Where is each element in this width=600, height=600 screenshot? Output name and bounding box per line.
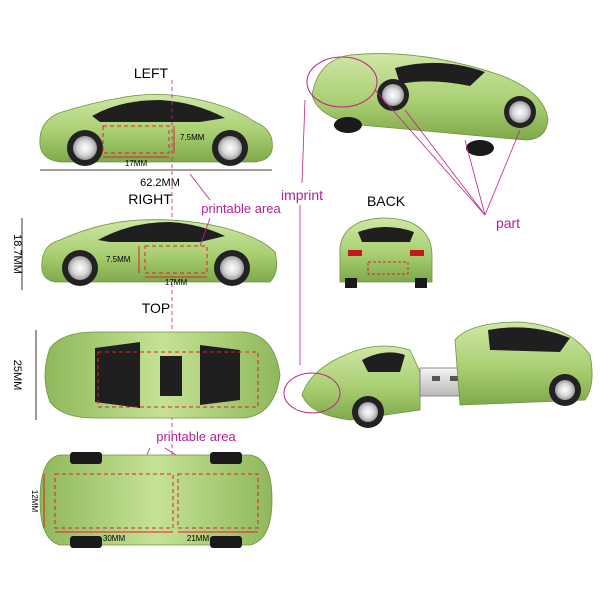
left-printable-area bbox=[102, 125, 170, 154]
bottom-tire-fl bbox=[70, 452, 102, 464]
imprint-highlight-bottom bbox=[283, 372, 341, 414]
persp-under-tire-2 bbox=[466, 140, 494, 156]
imprint-label: imprint bbox=[281, 187, 323, 203]
bottom-printable-label: printable area bbox=[156, 429, 236, 444]
bottom-height-dim: 12MM bbox=[30, 490, 39, 513]
back-view-title: BACK bbox=[367, 193, 406, 209]
top-rear-window bbox=[200, 345, 240, 405]
right-printable-label: printable area bbox=[201, 201, 281, 216]
back-left-tire bbox=[345, 278, 357, 288]
right-rear-wheel-icon bbox=[220, 256, 244, 280]
top-roof-window bbox=[160, 356, 182, 396]
right-view: RIGHT 7.5MM 17MM 18.7MM printable area bbox=[11, 173, 282, 290]
bottom-rear-dim: 21MM bbox=[187, 534, 210, 543]
top-view-title: TOP bbox=[142, 300, 171, 316]
top-view: TOP 25MM bbox=[11, 300, 281, 420]
imprint-highlight-top bbox=[306, 56, 378, 108]
bottom-rear-printable bbox=[177, 473, 259, 529]
right-front-wheel-icon bbox=[68, 256, 92, 280]
left-width-dim: 17MM bbox=[125, 159, 148, 168]
printable-leader-right bbox=[199, 217, 211, 247]
perspective-view bbox=[306, 53, 549, 156]
usb-front-window bbox=[362, 352, 405, 372]
part-leader-1 bbox=[374, 89, 486, 216]
back-right-tire bbox=[415, 278, 427, 288]
bottom-view: printable area 12MM 30MM 21MM bbox=[30, 429, 273, 548]
part-leader-4 bbox=[484, 129, 521, 216]
right-car-windows bbox=[98, 222, 225, 242]
right-printable-area bbox=[144, 245, 208, 274]
part-label: part bbox=[496, 215, 520, 231]
right-view-title: RIGHT bbox=[128, 191, 172, 207]
bottom-tire-rr bbox=[210, 536, 242, 548]
back-printable-area bbox=[367, 261, 409, 275]
right-width-dim: 17MM bbox=[165, 278, 188, 287]
left-car-windows bbox=[92, 100, 225, 122]
persp-under-tire-1 bbox=[334, 117, 362, 133]
usb-open-view bbox=[283, 321, 593, 428]
usb-front-wheel-icon bbox=[358, 402, 378, 422]
usb-connector-hole-1 bbox=[432, 376, 440, 381]
back-right-tail-light bbox=[410, 250, 424, 256]
bottom-front-dim: 30MM bbox=[103, 534, 126, 543]
bottom-tire-fr bbox=[70, 536, 102, 548]
back-left-tail-light bbox=[348, 250, 362, 256]
persp-rear-wheel-icon bbox=[509, 101, 531, 123]
bottom-tire-rl bbox=[210, 452, 242, 464]
callouts: imprint part bbox=[281, 89, 521, 365]
left-view-title: LEFT bbox=[134, 65, 169, 81]
part-leader-2 bbox=[404, 109, 486, 216]
left-view: LEFT 7.5MM 17MM 62.2MM bbox=[39, 65, 273, 189]
bottom-car-body bbox=[39, 454, 273, 546]
left-front-wheel-icon bbox=[73, 136, 97, 160]
bottom-front-printable bbox=[54, 473, 174, 529]
top-windshield bbox=[95, 342, 140, 408]
right-overall-height: 18.7MM bbox=[11, 234, 23, 274]
imprint-leader-up bbox=[301, 99, 306, 184]
usb-rear-window bbox=[488, 327, 570, 352]
right-height-dim: 7.5MM bbox=[106, 255, 131, 264]
back-window bbox=[358, 227, 414, 242]
top-printable-area bbox=[97, 351, 259, 408]
left-length-dim: 62.2MM bbox=[140, 177, 180, 189]
usb-rear-wheel-icon bbox=[555, 380, 575, 400]
left-rear-wheel-icon bbox=[218, 136, 242, 160]
persp-front-wheel-icon bbox=[382, 84, 404, 106]
left-height-dim: 7.5MM bbox=[180, 133, 205, 142]
back-view: BACK bbox=[339, 193, 433, 288]
usb-connector-hole-2 bbox=[450, 376, 458, 381]
printable-leader-left bbox=[189, 173, 211, 201]
part-leader-3 bbox=[464, 139, 486, 216]
perspective-windows bbox=[395, 62, 485, 86]
top-overall-width: 25MM bbox=[11, 360, 23, 391]
